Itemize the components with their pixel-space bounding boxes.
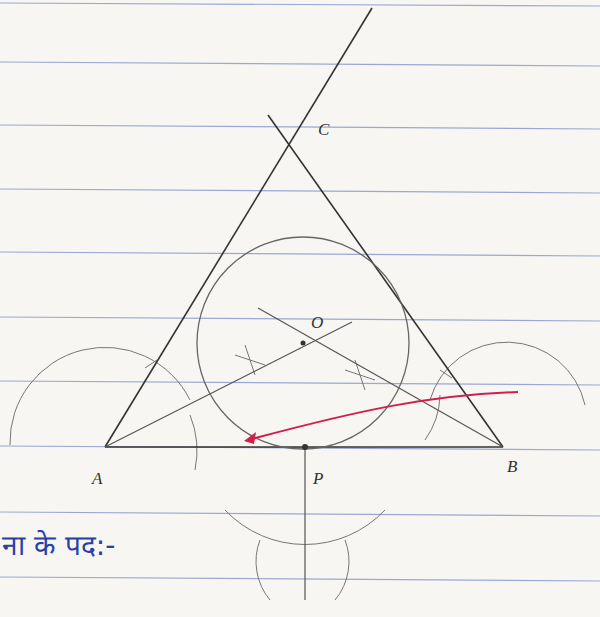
point-label: B [507, 458, 517, 475]
angle-bisectors [105, 308, 503, 600]
point-label: A [92, 470, 102, 487]
point-label: P [313, 470, 323, 487]
heading-note: ना के पद:- [2, 532, 115, 560]
triangle [105, 8, 503, 447]
red-arrowhead [244, 432, 256, 444]
point-label: O [311, 314, 323, 331]
touch-point [302, 444, 308, 450]
incentre-dot [301, 341, 306, 346]
red-arrow [248, 392, 518, 440]
construction-arcs [10, 342, 585, 600]
point-label: C [318, 121, 329, 138]
incircle [197, 237, 409, 449]
ruled-lines [0, 3, 600, 581]
